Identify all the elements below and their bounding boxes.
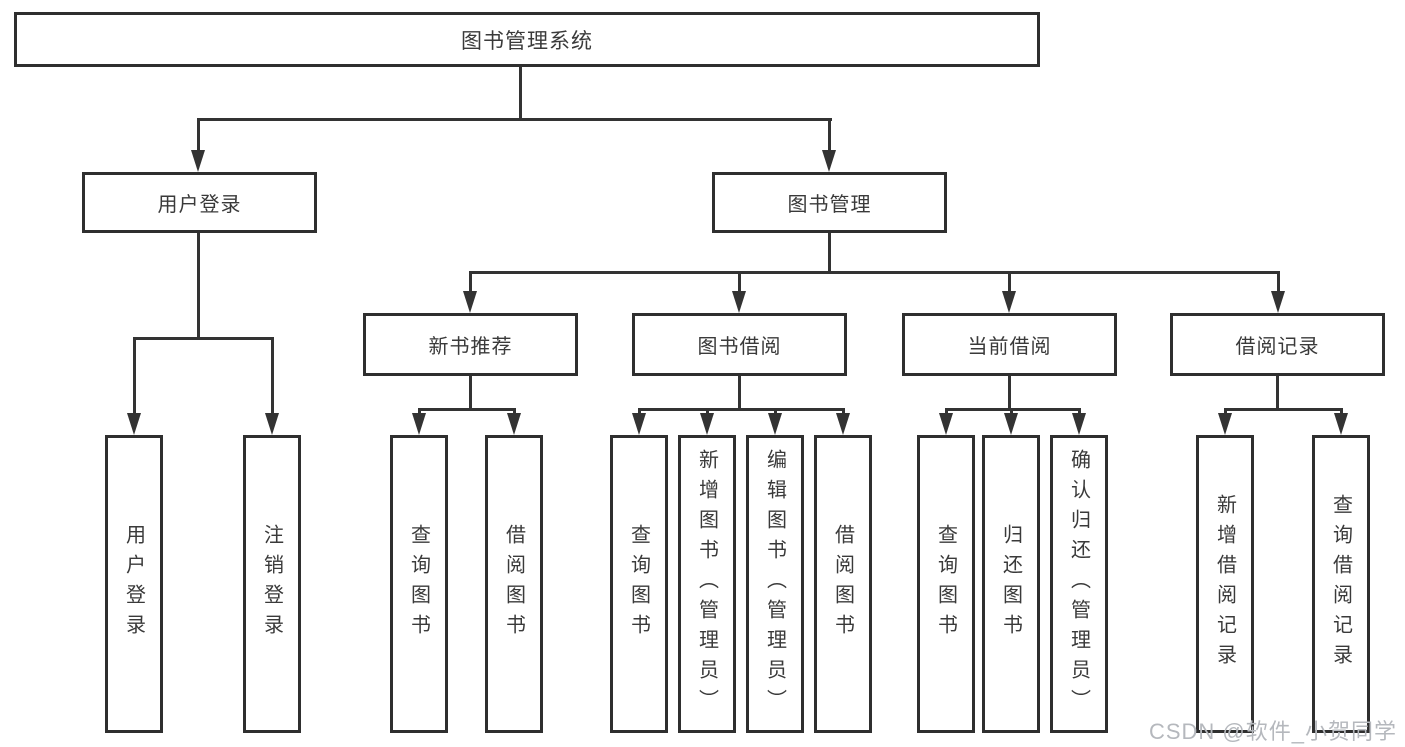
leaf-query-borrow-record: 查询借阅记录 <box>1312 435 1370 733</box>
connector-userlogin-rail <box>133 337 274 340</box>
connector-drop-add-book <box>706 408 709 416</box>
arrowhead-icon <box>632 413 646 435</box>
connector-drop-confirm-return <box>1078 408 1081 416</box>
connector-borrowrecords-stem <box>1276 376 1279 408</box>
node-user-login: 用户登录 <box>82 172 317 233</box>
connector-drop-new-book-recommend <box>469 271 472 291</box>
leaf-logout: 注销登录 <box>243 435 301 733</box>
arrowhead-icon <box>1218 413 1232 435</box>
connector-root-stem <box>519 67 522 118</box>
connector-currentborrow-rail <box>945 408 1081 411</box>
leaf-user-login: 用户登录 <box>105 435 163 733</box>
connector-drop-query-books-1 <box>418 408 421 416</box>
node-current-borrow: 当前借阅 <box>902 313 1117 376</box>
node-new-book-recommend: 新书推荐 <box>363 313 578 376</box>
node-book-borrow: 图书借阅 <box>632 313 847 376</box>
connector-drop-current-borrow <box>1008 271 1011 291</box>
arrowhead-icon <box>191 150 205 172</box>
connector-currentborrow-stem <box>1008 376 1011 408</box>
arrowhead-icon <box>1271 291 1285 313</box>
csdn-watermark: CSDN @软件_小贺同学 <box>1148 719 1397 744</box>
arrowhead-icon <box>265 413 279 435</box>
arrowhead-icon <box>127 413 141 435</box>
connector-bookborrow-stem <box>738 376 741 408</box>
node-borrow-records: 借阅记录 <box>1170 313 1385 376</box>
arrowhead-icon <box>463 291 477 313</box>
leaf-confirm-return-admin: 确认归还（管理员） <box>1050 435 1108 733</box>
arrowhead-icon <box>1004 413 1018 435</box>
connector-drop-query-borrow-record <box>1340 408 1343 416</box>
connector-drop-leaf-logout <box>271 337 274 413</box>
arrowhead-icon <box>1334 413 1348 435</box>
connector-drop-user-login <box>197 118 200 150</box>
leaf-return-books: 归还图书 <box>982 435 1040 733</box>
leaf-query-books-1: 查询图书 <box>390 435 448 733</box>
arrowhead-icon <box>732 291 746 313</box>
connector-bookmgmt-stem <box>828 233 831 271</box>
node-book-mgmt: 图书管理 <box>712 172 947 233</box>
connector-drop-book-mgmt <box>828 118 831 150</box>
connector-drop-borrow-books-2 <box>842 408 845 416</box>
leaf-query-books-2: 查询图书 <box>610 435 668 733</box>
connector-bookmgmt-rail <box>469 271 1280 274</box>
arrowhead-icon <box>822 150 836 172</box>
arrowhead-icon <box>700 413 714 435</box>
connector-drop-query-books-3 <box>945 408 948 416</box>
connector-userlogin-stem <box>197 233 200 337</box>
connector-drop-book-borrow <box>738 271 741 291</box>
arrowhead-icon <box>939 413 953 435</box>
leaf-borrow-books-1: 借阅图书 <box>485 435 543 733</box>
arrowhead-icon <box>507 413 521 435</box>
arrowhead-icon <box>412 413 426 435</box>
connector-newbook-stem <box>469 376 472 408</box>
connector-drop-add-borrow-record <box>1224 408 1227 416</box>
leaf-borrow-books-2: 借阅图书 <box>814 435 872 733</box>
connector-drop-borrow-books-1 <box>513 408 516 416</box>
connector-root-rail <box>197 118 832 121</box>
connector-drop-edit-book <box>774 408 777 416</box>
leaf-add-borrow-record: 新增借阅记录 <box>1196 435 1254 733</box>
connector-drop-leaf-user-login <box>133 337 136 413</box>
arrowhead-icon <box>1002 291 1016 313</box>
arrowhead-icon <box>836 413 850 435</box>
arrowhead-icon <box>768 413 782 435</box>
node-root-library-system: 图书管理系统 <box>14 12 1040 67</box>
arrowhead-icon <box>1072 413 1086 435</box>
connector-drop-borrow-records <box>1277 271 1280 291</box>
leaf-query-books-3: 查询图书 <box>917 435 975 733</box>
leaf-add-book-admin: 新增图书（管理员） <box>678 435 736 733</box>
leaf-edit-book-admin: 编辑图书（管理员） <box>746 435 804 733</box>
connector-borrowrecords-rail <box>1224 408 1343 411</box>
connector-drop-return-books <box>1010 408 1013 416</box>
connector-drop-query-books-2 <box>638 408 641 416</box>
connector-newbook-rail <box>418 408 516 411</box>
connector-bookborrow-rail <box>638 408 845 411</box>
